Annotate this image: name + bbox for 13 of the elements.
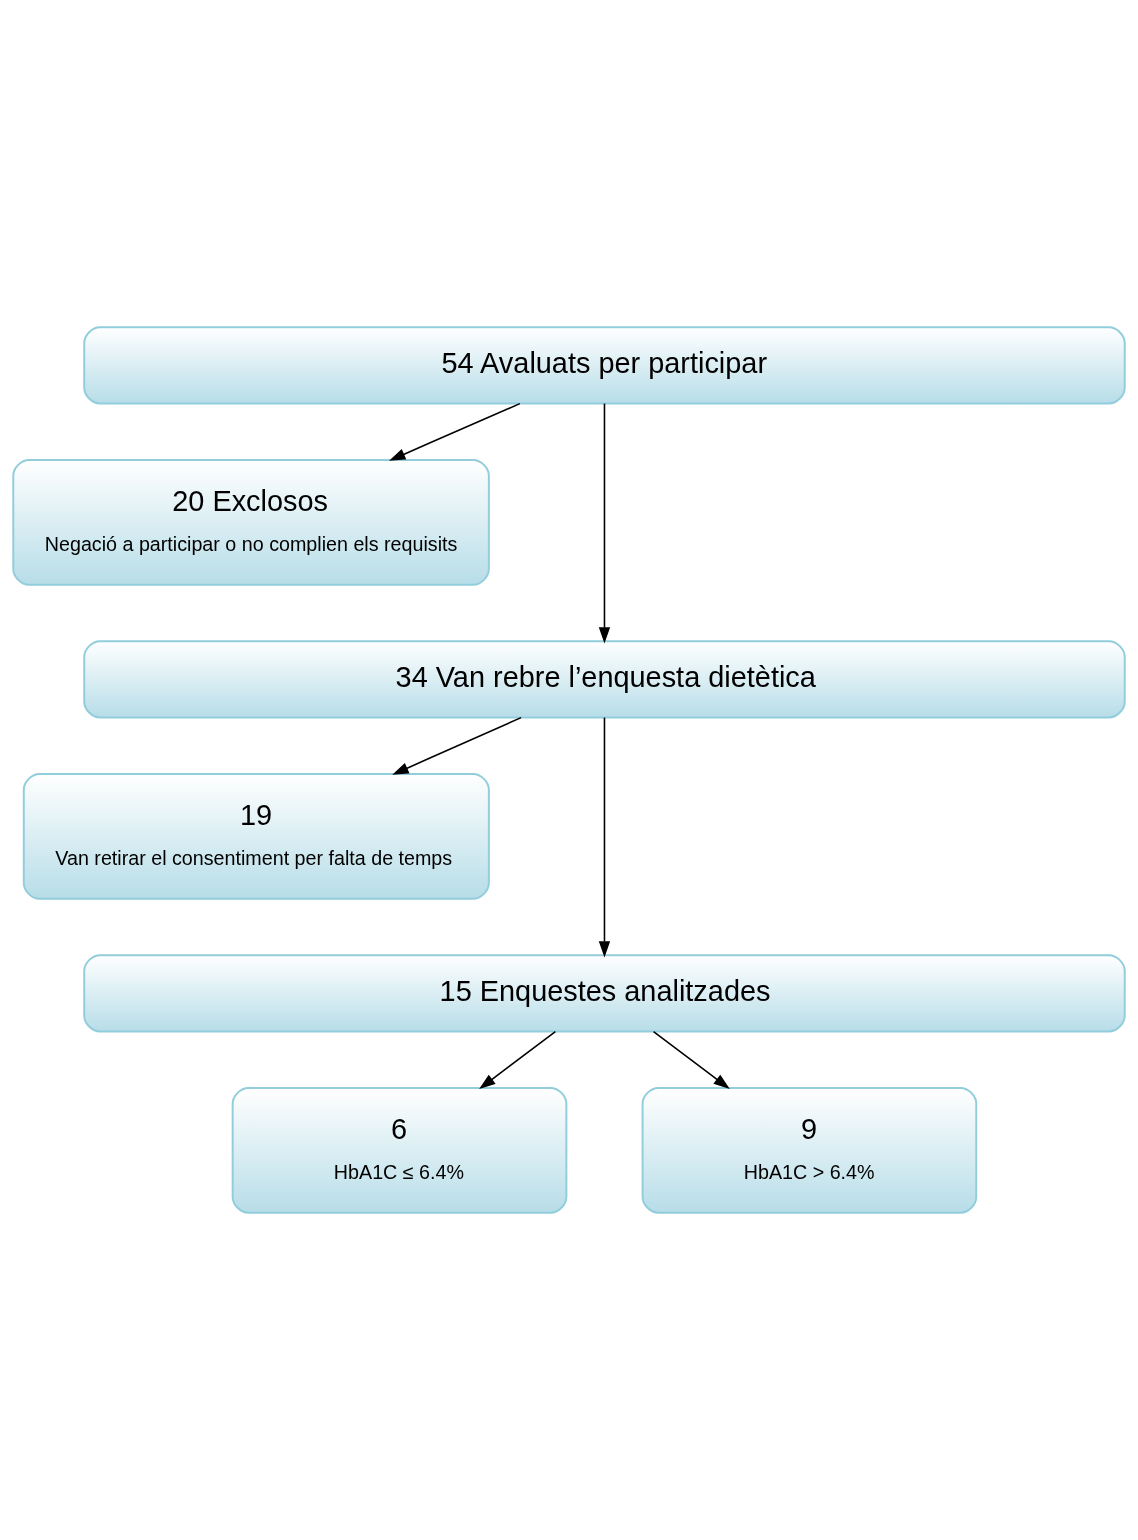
- node-box: 54 Avaluats per participar: [83, 326, 1126, 405]
- arrow: [598, 716, 611, 958]
- arrow: [392, 716, 522, 775]
- node-box: 6 HbA1C ≤ 6.4%: [231, 1086, 568, 1214]
- node-box: 15 Enquestes analitzades: [83, 954, 1126, 1033]
- arrow: [389, 402, 521, 461]
- arrow: [479, 1030, 557, 1090]
- arrow: [598, 402, 611, 644]
- node-box: 20 Exclosos Negació a participar o no complien els requisits: [12, 458, 490, 586]
- node-box: 9 HbA1C > 6.4%: [641, 1086, 978, 1214]
- node-box: 19 Van retirar el consentiment per falta de temps: [22, 772, 490, 900]
- arrow: [652, 1030, 730, 1090]
- node-box: 34 Van rebre l’enquesta dietètica: [83, 640, 1126, 719]
